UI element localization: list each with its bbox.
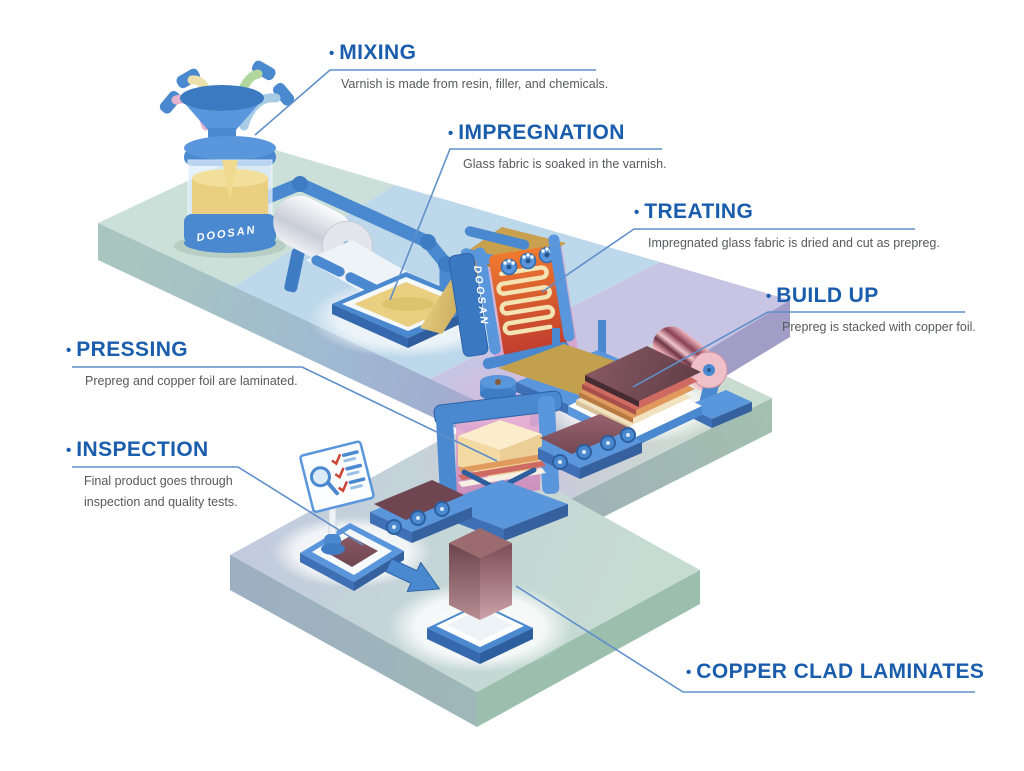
step-bullet: • — [766, 288, 772, 305]
step-bullet: • — [634, 204, 640, 221]
funnel — [180, 98, 264, 130]
step-title: BUILD UP — [776, 284, 879, 307]
product-block — [449, 528, 512, 620]
step-title: IMPREGNATION — [458, 121, 625, 144]
mixing-tank: DOOSAN — [159, 60, 295, 258]
heating-coil — [496, 265, 556, 336]
step-label-pressing: • PRESSING Prepreg and copper foil are l… — [66, 337, 298, 392]
step-description: Final product goes through inspection an… — [84, 474, 238, 510]
leader-impregnation — [389, 148, 662, 301]
leader-buildup — [632, 311, 965, 388]
step-description: Prepreg is stacked with copper foil. — [782, 320, 976, 335]
step-description: Glass fabric is soaked in the varnish. — [463, 157, 667, 172]
copper-foil-roll — [652, 326, 752, 428]
step-label-buildup: • BUILD UP Prepreg is stacked with coppe… — [766, 283, 976, 338]
inspection-sign — [299, 440, 375, 555]
leader-inspection — [72, 466, 364, 546]
leader-lines — [72, 69, 975, 693]
step-label-copper-clad-laminates: • COPPER CLAD LAMINATES — [686, 659, 984, 685]
checklist-icon — [331, 450, 366, 493]
step-label-mixing: • MIXING Varnish is made from resin, fil… — [329, 40, 608, 95]
buildup-stack — [568, 346, 702, 447]
leader-pressing — [72, 366, 498, 462]
step-title: TREATING — [644, 200, 754, 223]
step-label-impregnation: • IMPREGNATION Glass fabric is soaked in… — [448, 120, 667, 175]
conveyor-left — [370, 480, 472, 543]
flow-arrow-icon — [385, 558, 440, 593]
step-description: Prepreg and copper foil are laminated. — [85, 374, 298, 389]
laminate-board — [540, 414, 632, 454]
pressed-block — [458, 420, 542, 450]
step-bullet: • — [686, 664, 692, 681]
step-label-treating: • TREATING Impregnated glass fabric is d… — [634, 199, 940, 254]
step-title: PRESSING — [76, 338, 188, 361]
pressing-machine — [433, 375, 568, 541]
step-title: INSPECTION — [76, 438, 209, 461]
step-bullet: • — [66, 442, 72, 459]
step-description: Varnish is made from resin, filler, and … — [341, 77, 609, 92]
copper-foil-sheet — [585, 346, 701, 401]
leader-treating — [541, 228, 915, 293]
leader-ccl — [515, 585, 975, 693]
conveyor-right — [538, 414, 642, 479]
step-title: COPPER CLAD LAMINATES — [696, 660, 985, 683]
step-label-inspection: • INSPECTION Final product goes through … — [66, 437, 260, 513]
step-description: Impregnated glass fabric is dried and cu… — [648, 236, 940, 251]
magnifier-icon — [309, 466, 331, 488]
leader-mixing — [254, 69, 596, 136]
step-bullet: • — [66, 342, 72, 359]
laminate-board — [374, 480, 464, 520]
product-pedestal — [427, 603, 533, 664]
step-title: MIXING — [339, 41, 417, 64]
step-bullet: • — [329, 45, 335, 62]
step-bullet: • — [448, 125, 454, 142]
